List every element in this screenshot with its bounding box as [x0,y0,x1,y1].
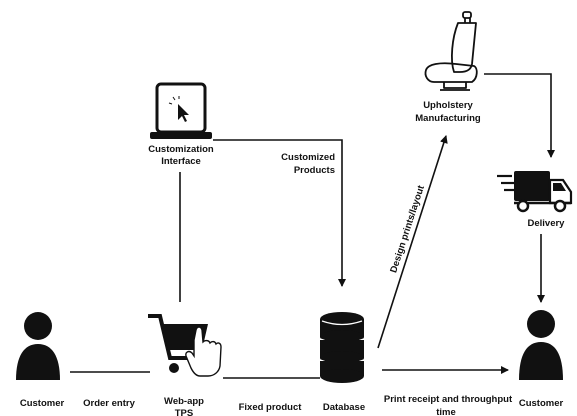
customer-right-label: Customer [519,398,564,409]
edge-label-customized-line1: Customized [281,152,335,163]
customization-label-line1: Customization [148,144,214,155]
edge-label-design-prints: Design prints/layout [388,183,427,274]
upholstery-node: Upholstery Manufacturing [415,11,481,124]
webapp-node: Web-app TPS [148,314,222,416]
database-icon [319,312,365,383]
person-icon [519,310,563,380]
customization-label-line2: Interface [161,156,201,167]
edge-label-order-entry: Order entry [83,398,135,409]
person-icon [16,312,60,380]
upholstery-label-line2: Manufacturing [415,113,481,124]
connectors [70,73,555,379]
customer-left-label: Customer [20,398,65,409]
delivery-label: Delivery [528,218,566,229]
webapp-label-line1: Web-app [164,396,204,407]
database-node: Database [319,312,365,413]
edge-label-print-receipt-line1: Print receipt and throughput [384,394,513,405]
edge-database-to-upholstery [377,135,448,349]
edge-label-fixed-product: Fixed product [239,402,303,413]
car-seat-icon [424,11,478,91]
shopping-cart-icon [148,314,222,377]
edge-label-customized-line2: Products [294,165,335,176]
upholstery-label-line1: Upholstery [423,100,473,111]
delivery-node: Delivery [497,171,573,229]
laptop-icon [150,82,212,139]
customer-right-node: Customer [519,310,564,409]
customization-node: Customization Interface [148,82,214,167]
edge-upholstery-to-delivery [484,73,555,158]
webapp-label-line2: TPS [175,408,193,416]
edge-customization-to-database [213,139,346,287]
delivery-truck-icon [497,171,573,213]
customer-left-node: Customer [16,312,64,409]
edge-label-print-receipt-line2: time [436,407,456,416]
database-label: Database [323,402,365,413]
